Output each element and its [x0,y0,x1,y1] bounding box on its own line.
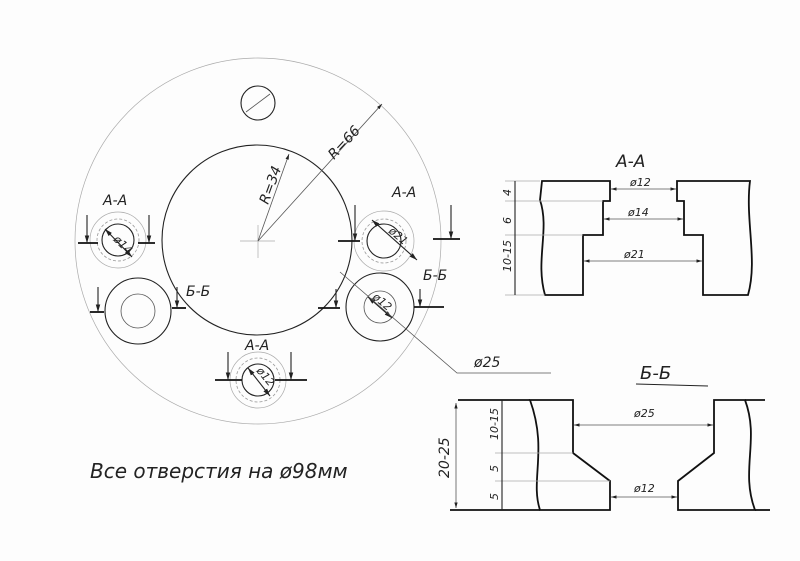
bb-total-height: 20-25 [437,437,453,478]
hole-right-bb-dia-label: ø12 [369,290,394,314]
section-bb-marker-left: Б-Б [186,284,210,300]
section-bb-marker-right: Б-Б [423,268,447,284]
section-aa-marker-right: А-А [391,185,416,201]
aa-dia-12: ø12 [629,176,651,189]
holes-note: Все отверстия на ø98мм [90,459,348,483]
section-aa-marker-left: А-А [102,193,127,209]
aa-dia-21: ø21 [623,248,645,261]
radius-34-label: R=34 [257,164,285,206]
radius-66-arrow [257,103,383,242]
bb-height-10-15: 10-15 [488,408,501,440]
radius-66-label: R=66 [325,123,364,163]
dia-25-leader [339,271,551,374]
bb-height-5-bottom: 5 [488,493,501,500]
aa-height-4: 4 [501,189,514,196]
section-aa-marker-bottom: А-А [244,338,269,354]
aa-height-10-15: 10-15 [501,240,514,272]
outer-flange-circle [74,57,442,425]
hole-left-dia-label: ø14 [110,232,135,257]
inner-bore-circle [161,144,353,336]
bb-dia-12: ø12 [633,482,655,495]
plan-view: R=34 R=66 ø14 А-А Б-Б ø21 А-А ø12 Б-Б ø2… [74,57,551,425]
section-aa-view: А-А ø12 ø14 ø21 4 6 10-15 [501,152,753,296]
radius-34-arrow [257,153,290,242]
hole-right-aa-dia-label: ø21 [385,224,410,248]
section-bb-title: Б-Б [640,363,671,384]
aa-dia-14: ø14 [627,206,649,219]
bb-height-5-top: 5 [488,465,501,472]
dia-25-leader-label: ø25 [473,355,500,371]
section-bb-view: Б-Б ø25 ø12 10-15 5 5 20-25 [437,363,770,511]
bb-dia-25: ø25 [633,407,655,420]
section-aa-title: А-А [615,152,645,172]
top-hole [240,85,276,121]
aa-height-6: 6 [501,217,514,224]
